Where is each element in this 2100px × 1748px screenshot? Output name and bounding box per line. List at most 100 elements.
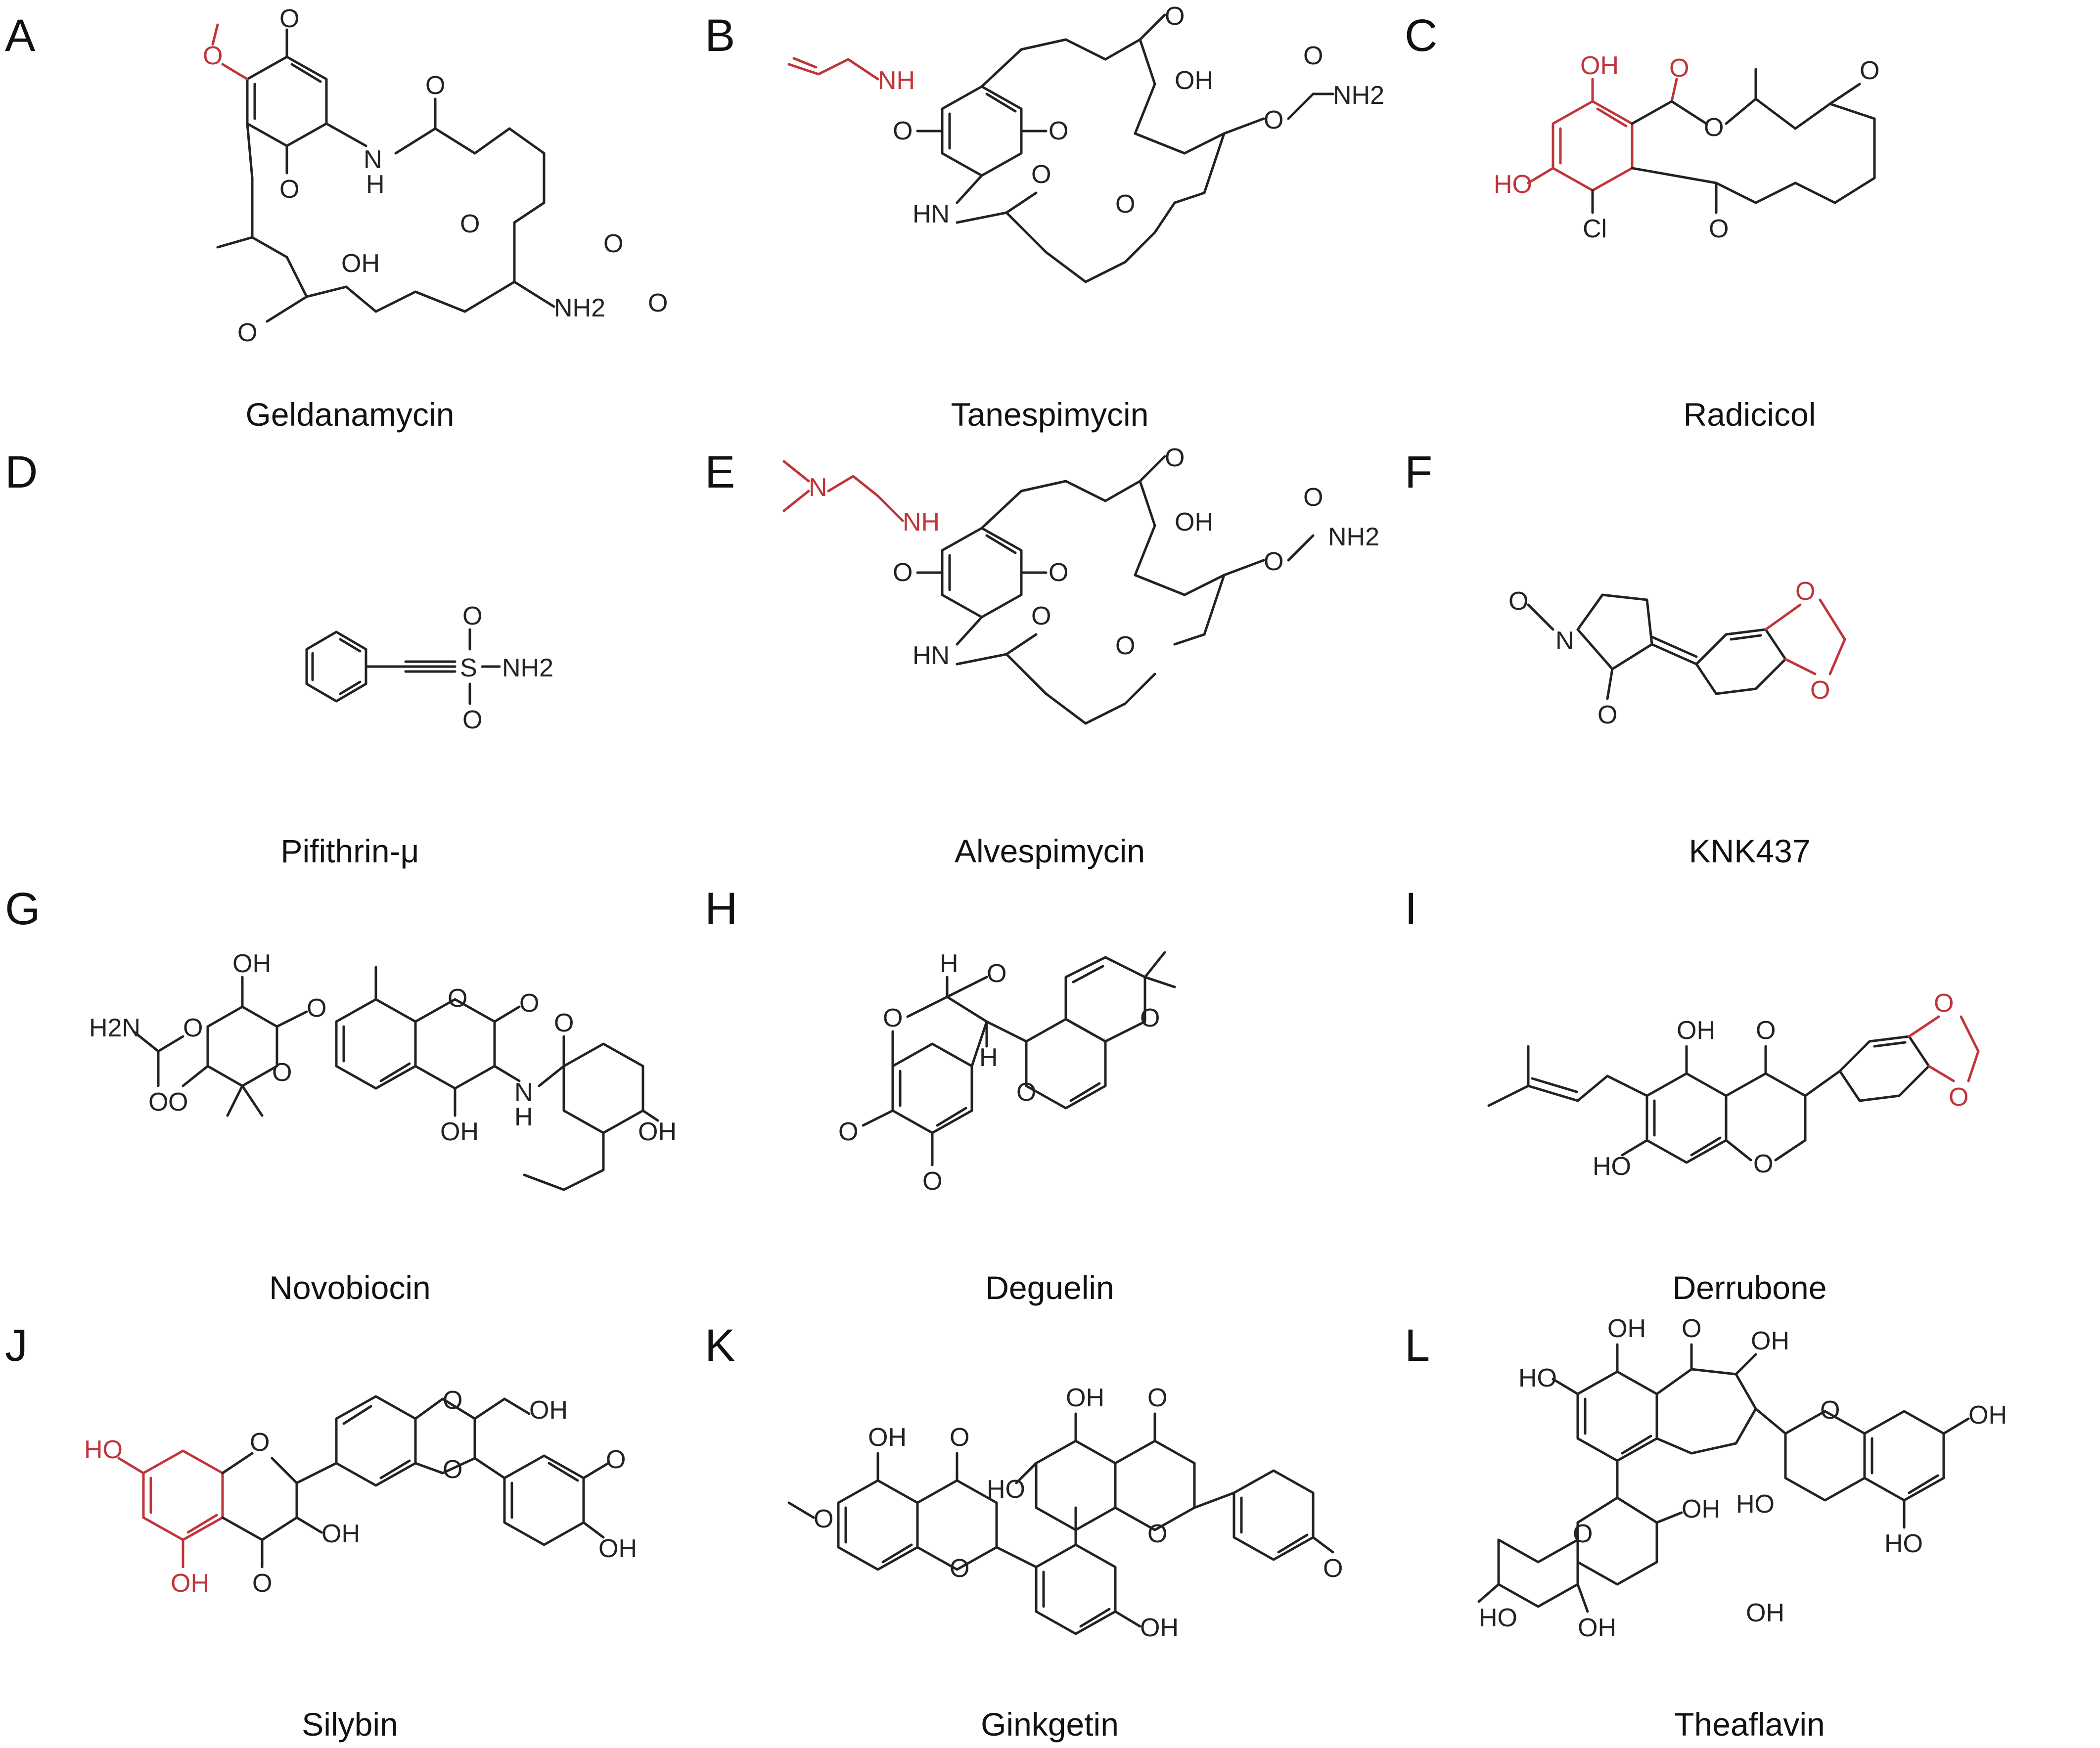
atom-label: O [183, 1014, 203, 1042]
atom-label: H2N [89, 1014, 140, 1042]
panel-h: H O O O H H O O O Deguelin [700, 873, 1400, 1310]
atom-label: HO [987, 1475, 1025, 1504]
atom-label: O [648, 289, 668, 317]
atom-label: OH [1578, 1614, 1616, 1642]
panel-letter: J [5, 1320, 28, 1371]
atom-label: O [1115, 190, 1135, 219]
atom-label: O [893, 117, 913, 145]
atom-label: OH [1751, 1327, 1789, 1355]
atom-label: O [462, 706, 482, 734]
atom-label: OH [232, 949, 271, 978]
atom-label: N [1555, 627, 1574, 655]
atom-label: HN [913, 641, 950, 670]
atom-label: O [1810, 676, 1830, 705]
alvespimycin-structure: N NH O O HN O O OH O O O NH2 [782, 444, 1379, 725]
atom-label: OH [1682, 1495, 1720, 1524]
atom-label: O [1264, 106, 1283, 134]
panel-f: F O N O O O KNK437 [1400, 437, 2100, 873]
panel-e: E N NH O O HN O O OH O O O NH2 Alv [700, 437, 1400, 873]
panel-letter: K [705, 1320, 735, 1371]
atom-label: O [950, 1423, 969, 1452]
atom-label: OH [638, 1118, 677, 1146]
atom-label: NH2 [502, 654, 553, 682]
compound-name: Radicicol [1683, 396, 1816, 433]
atom-label: Cl [1583, 215, 1607, 243]
atom-label: O [462, 602, 482, 630]
atom-label: H [940, 949, 959, 978]
panel-letter: L [1405, 1320, 1430, 1371]
atom-label: OH [1746, 1599, 1784, 1627]
atom-label: H [366, 170, 385, 199]
panel-l: L OH HO O OH O OH HO OH O HO OH HO OH Th… [1400, 1310, 2100, 1747]
atom-label: H [979, 1043, 998, 1072]
panel-b: B NH O O HN O O OH O O O NH2 Tane [700, 0, 1400, 437]
atom-label: O [1049, 117, 1068, 145]
panel-letter: I [1405, 884, 1417, 934]
atom-label: O [425, 71, 445, 100]
atom-label: O [1508, 587, 1528, 616]
atom-label: NH [903, 508, 940, 537]
panel-i: I OH HO O O O O Derrubone [1400, 873, 2100, 1310]
atom-label: OH [1968, 1401, 2007, 1430]
compound-name: Ginkgetin [981, 1706, 1119, 1743]
atom-label: O [883, 1004, 903, 1032]
theaflavin-structure: OH HO O OH O OH HO OH O HO OH HO OH [1477, 1314, 2007, 1642]
atom-label: O [1323, 1554, 1343, 1583]
atom-label: OH [1677, 1016, 1715, 1045]
atom-label: OH [1580, 51, 1619, 80]
atom-label: O [1934, 989, 1954, 1018]
atom-label: O [237, 318, 257, 347]
atom-label: NH2 [1333, 81, 1384, 110]
atom-label: O [1669, 54, 1689, 83]
atom-label: O [606, 1445, 626, 1474]
atom-label: O [448, 984, 467, 1013]
panel-letter: B [705, 10, 735, 61]
atom-label: O [1264, 547, 1283, 576]
compound-name: Derrubone [1672, 1269, 1827, 1306]
atom-label: HO [1736, 1490, 1775, 1519]
atom-label: O [1165, 2, 1185, 31]
tanespimycin-structure: NH O O HN O O OH O O O NH2 [787, 2, 1384, 283]
atom-label: O [603, 229, 623, 258]
atom-label: HO [1479, 1604, 1517, 1632]
atom-label: OH [868, 1423, 907, 1452]
panel-letter: G [5, 884, 41, 934]
panel-a: A O O O N H O O NH2 OH O O O Gelda [0, 0, 700, 437]
deguelin-structure: O O O H H O O O [838, 949, 1176, 1196]
compound-name: Alvespimycin [954, 833, 1145, 869]
atom-label: O [1753, 1150, 1773, 1178]
atom-label: O [148, 1088, 168, 1117]
atom-label: S [460, 654, 477, 682]
atom-label: O [1115, 631, 1135, 660]
atom-label: OH [1066, 1384, 1104, 1412]
panel-k: K O OH O O OH HO OH O O O Ginkgetin [700, 1310, 1400, 1747]
atom-label: O [252, 1569, 272, 1598]
atom-label: O [1709, 215, 1729, 243]
panel-j: J HO OH O O OH O O OH O OH Silybin [0, 1310, 700, 1747]
geldanamycin-structure: O O O N H O O NH2 OH O O O [203, 4, 668, 347]
atom-label: O [279, 175, 299, 204]
atom-label: O [1049, 558, 1068, 587]
atom-label: OH [1140, 1614, 1179, 1642]
atom-label: O [1704, 113, 1724, 142]
compound-name: KNK437 [1689, 833, 1811, 869]
compound-name: Theaflavin [1674, 1706, 1825, 1743]
compound-name: Tanespimycin [951, 396, 1149, 433]
atom-label: OH [598, 1534, 637, 1563]
atom-label: OH [440, 1118, 479, 1146]
compound-name: Geldanamycin [245, 396, 455, 433]
compound-name: Novobiocin [269, 1269, 431, 1306]
atom-label: O [460, 210, 480, 238]
atom-label: O [1860, 56, 1879, 85]
atom-label: O [1165, 444, 1185, 472]
atom-label: HO [1518, 1364, 1557, 1392]
panel-g: G H2N O O OH O O O O O OH N H O OH Novob… [0, 873, 700, 1310]
atom-label: O [272, 1058, 292, 1087]
atom-label: O [1303, 483, 1323, 512]
atom-label: O [1031, 160, 1051, 189]
atom-label: N [514, 1078, 533, 1107]
atom-label: O [250, 1428, 270, 1457]
atom-label: O [168, 1088, 188, 1117]
ginkgetin-structure: O OH O O OH HO OH O O O [787, 1384, 1343, 1642]
atom-label: NH2 [554, 294, 605, 322]
